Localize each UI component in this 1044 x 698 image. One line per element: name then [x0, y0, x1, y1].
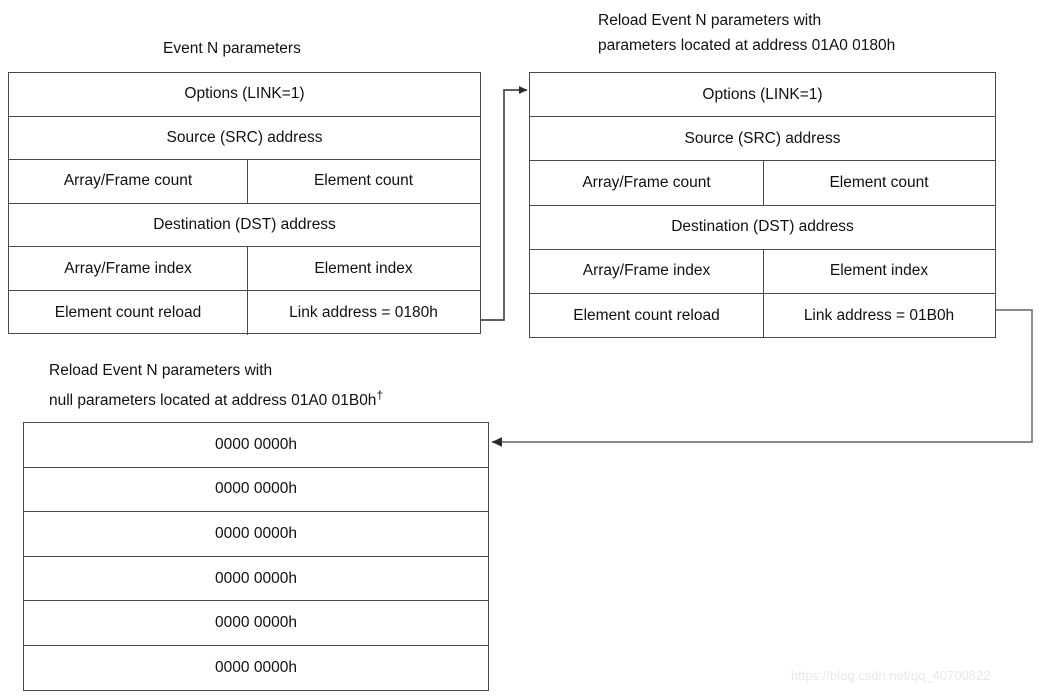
table-event-n-parameters: Options (LINK=1) Source (SRC) address Ar… [8, 72, 481, 335]
param-cell-element-count-reload: Element count reload [530, 293, 764, 339]
param-cell-array-frame-index: Array/Frame index [9, 247, 248, 290]
table-row: Options (LINK=1) [530, 73, 995, 118]
table-reload-event-n-parameters: Options (LINK=1) Source (SRC) address Ar… [529, 72, 996, 339]
param-cell-src-address: Source (SRC) address [166, 128, 323, 146]
table-row: Array/Frame count Element count [530, 161, 995, 206]
param-cell-options: Options (LINK=1) [184, 85, 305, 103]
table-row: 0000 0000h [24, 468, 488, 513]
caption-reload-params: Reload Event N parameters with parameter… [598, 8, 895, 58]
param-cell-element-index: Element index [829, 262, 929, 280]
param-cell-element-count: Element count [829, 173, 929, 191]
table-row: Source (SRC) address [9, 117, 480, 161]
table-reload-null-parameters: 0000 0000h 0000 0000h 0000 0000h 0000 00… [23, 422, 489, 691]
null-param-cell: 0000 0000h [215, 569, 297, 587]
param-cell-array-frame-count: Array/Frame count [530, 161, 764, 205]
watermark-text: https://blog.csdn.net/qq_40700822 [791, 668, 991, 683]
table-row: Source (SRC) address [530, 117, 995, 162]
param-cell-element-count-reload: Element count reload [9, 290, 248, 335]
null-param-cell: 0000 0000h [215, 524, 297, 542]
table-row: 0000 0000h [24, 557, 488, 602]
param-cell-dst-address: Destination (DST) address [671, 218, 854, 236]
param-cell-array-frame-index: Array/Frame index [530, 249, 764, 293]
table-row: 0000 0000h [24, 601, 488, 646]
connector-link-0180h [481, 86, 528, 321]
null-param-cell: 0000 0000h [215, 480, 297, 498]
table-row: 0000 0000h [24, 512, 488, 557]
null-param-cell: 0000 0000h [215, 659, 297, 677]
caption-reload-params-line2: parameters located at address 01A0 0180h [598, 37, 896, 54]
table-row: Array/Frame index Element index [530, 249, 995, 294]
param-cell-link-address: Link address = 01B0h [803, 307, 955, 325]
null-param-cell: 0000 0000h [215, 435, 297, 453]
table-row: Element count reload Link address = 0180… [9, 290, 480, 335]
table-row: Array/Frame index Element index [9, 247, 480, 291]
caption-reload-null: Reload Event N parameters with null para… [49, 358, 383, 413]
null-param-cell: 0000 0000h [215, 614, 297, 632]
caption-event-n-line1: Event N parameters [163, 40, 301, 57]
param-cell-element-index: Element index [314, 259, 413, 277]
caption-reload-null-line2: null parameters located at address 01A0 … [49, 392, 377, 410]
param-cell-options: Options (LINK=1) [702, 85, 823, 103]
table-row: Destination (DST) address [9, 204, 480, 248]
table-row: Options (LINK=1) [9, 73, 480, 117]
caption-reload-null-line1: Reload Event N parameters with [49, 362, 273, 379]
param-cell-array-frame-count: Array/Frame count [9, 160, 248, 203]
table-row: Destination (DST) address [530, 206, 995, 250]
table-row: 0000 0000h [24, 646, 488, 691]
caption-reload-null-line2-wrap: null parameters located at address 01A0 … [49, 383, 383, 413]
table-row: 0000 0000h [24, 423, 488, 468]
param-cell-dst-address: Destination (DST) address [153, 216, 336, 234]
param-cell-src-address: Source (SRC) address [684, 129, 841, 147]
table-row: Array/Frame count Element count [9, 160, 480, 204]
param-cell-element-count: Element count [313, 172, 414, 190]
dagger-footnote-marker: † [376, 388, 384, 402]
caption-event-n: Event N parameters [163, 36, 301, 61]
table-row: Element count reload Link address = 01B0… [530, 293, 995, 339]
param-cell-link-address: Link address = 0180h [289, 303, 438, 321]
caption-reload-params-line1: Reload Event N parameters with [598, 12, 822, 29]
